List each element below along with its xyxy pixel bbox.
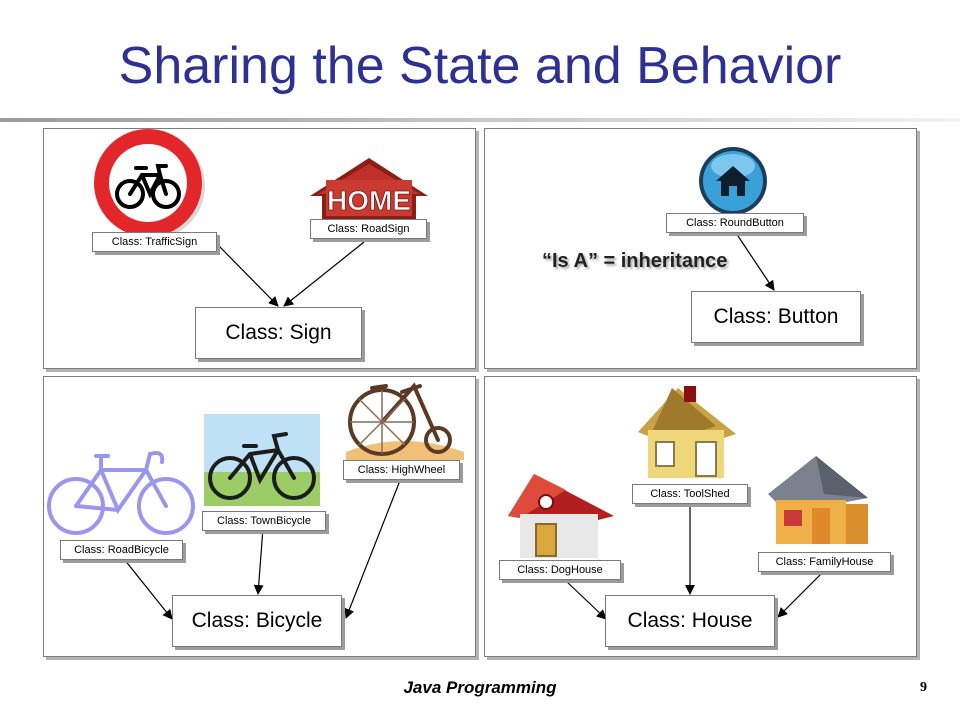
sign-class-box: Class: Sign [195, 307, 362, 359]
dog-house-icon [508, 474, 614, 558]
traffic-sign-label: Class: TrafficSign [92, 232, 217, 252]
high-wheel-label: Class: HighWheel [343, 460, 460, 480]
family-house-label: Class: FamilyHouse [758, 552, 891, 572]
family-house-icon [768, 456, 868, 544]
tool-shed-label: Class: ToolShed [632, 484, 748, 504]
road-sign-label: Class: RoadSign [310, 219, 427, 239]
bicycle-class-box: Class: Bicycle [172, 595, 342, 647]
round-button-icon [699, 147, 767, 215]
footer-text: Java Programming [403, 678, 557, 697]
arrow-roundbutton-to-button [735, 232, 775, 291]
arrow-doghouse-to-house [565, 580, 607, 620]
title-divider [0, 118, 960, 122]
road-bicycle-label: Class: RoadBicycle [60, 540, 183, 560]
town-bicycle-label: Class: TownBicycle [202, 511, 326, 531]
home-sign-text: HOME [327, 185, 411, 216]
arrow-trafficsign-to-sign [217, 244, 279, 307]
arrow-roadbicycle-to-bicycle [123, 558, 173, 620]
house-class-box: Class: House [605, 595, 775, 647]
tool-shed-icon [638, 386, 736, 478]
road-bicycle-icon [47, 451, 195, 535]
arrow-roadsign-to-sign [283, 241, 365, 307]
button-class-box: Class: Button [691, 291, 861, 343]
slide-title: Sharing the State and Behavior [118, 37, 842, 95]
high-wheel-icon [346, 382, 464, 460]
round-button-label: Class: RoundButton [666, 213, 804, 233]
town-bicycle-icon [204, 414, 320, 506]
arrow-highwheel-to-bicycle [344, 477, 402, 619]
dog-house-label: Class: DogHouse [499, 560, 621, 580]
home-sign-icon: HOME [310, 158, 428, 220]
arrow-familyhouse-to-house [777, 572, 823, 618]
traffic-sign-icon [94, 129, 205, 239]
page-number: 9 [920, 680, 927, 695]
arrow-townbicycle-to-bicycle [253, 527, 264, 595]
inheritance-annotation: “Is A” = inheritance [542, 250, 728, 272]
